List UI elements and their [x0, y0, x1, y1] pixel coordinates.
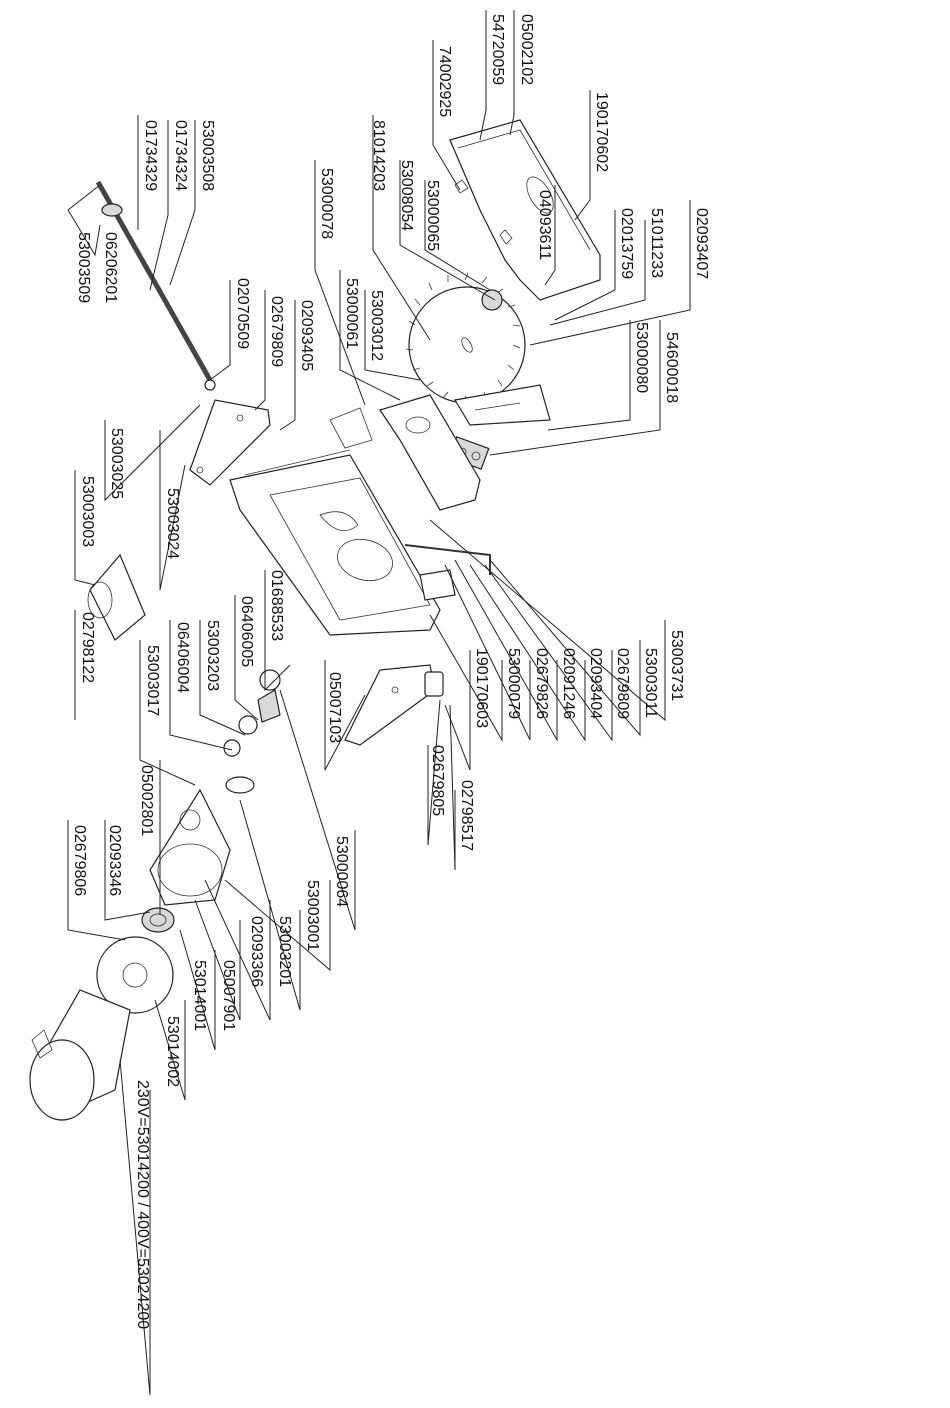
- label-53014001: 53014001: [191, 960, 208, 1031]
- label-02093404: 02093404: [587, 648, 604, 719]
- motor-flange: [96, 936, 174, 1014]
- label-53003025: 53003025: [108, 428, 125, 499]
- label-53000061: 53000061: [343, 278, 360, 349]
- extraction-hood: [87, 553, 146, 641]
- label-53000080: 53000080: [633, 322, 650, 393]
- label-53003203: 53003203: [204, 620, 221, 691]
- label-190170602: 190170602: [593, 92, 610, 172]
- label-02091246: 02091246: [560, 648, 577, 719]
- label-02679806: 02679806: [71, 825, 88, 896]
- motor-body: [29, 989, 131, 1121]
- motor-mount-bracket: [344, 664, 444, 746]
- label-05007103: 05007103: [326, 672, 343, 743]
- label-51011233: 51011233: [648, 208, 665, 278]
- label-01688533: 01688533: [268, 570, 285, 641]
- main-frame: [229, 449, 441, 636]
- label-190170603: 190170603: [473, 648, 490, 728]
- label-02679809-b: 02679809: [614, 648, 631, 719]
- side-bracket: [189, 399, 271, 486]
- label-02013759: 02013759: [618, 208, 635, 279]
- label-54600018: 54600018: [663, 332, 680, 403]
- label-06406005: 06406005: [238, 596, 255, 667]
- label-06406004: 06406004: [174, 622, 191, 693]
- label-02679809-a: 02679809: [268, 296, 285, 367]
- label-53003509: 53003509: [75, 232, 92, 303]
- label-53003508: 53003508: [199, 120, 216, 191]
- label-05002102: 05002102: [518, 14, 535, 85]
- gear-housing: [149, 788, 231, 906]
- saw-blade: [405, 272, 526, 404]
- leader-lines: [67, 10, 691, 1396]
- riving-knife: [454, 384, 551, 426]
- label-02798122: 02798122: [79, 612, 96, 683]
- label-02093405: 02093405: [298, 300, 315, 371]
- label-05002801: 05002801: [138, 765, 155, 836]
- label-53008054: 53008054: [398, 160, 415, 231]
- label-02679826: 02679826: [533, 648, 550, 719]
- label-53000065: 53000065: [424, 180, 441, 251]
- label-53003012: 53003012: [368, 290, 385, 361]
- label-74002925: 74002925: [436, 46, 453, 117]
- label-02093366: 02093366: [248, 916, 265, 987]
- label-53003024: 53003024: [164, 488, 181, 559]
- label-02093346: 02093346: [106, 825, 123, 896]
- label-04093611: 04093611: [536, 190, 553, 260]
- label-06206201: 06206201: [102, 232, 119, 303]
- label-53003201: 53003201: [276, 916, 293, 987]
- label-53014002: 53014002: [164, 1016, 181, 1087]
- label-02798517: 02798517: [458, 780, 475, 851]
- label-53003001: 53003001: [304, 880, 321, 951]
- label-05007901: 05007901: [220, 960, 237, 1031]
- label-01734324: 01734324: [172, 120, 189, 191]
- label-53000078: 53000078: [318, 168, 335, 239]
- label-53003731: 53003731: [668, 630, 685, 701]
- label-01734329: 01734329: [142, 120, 159, 191]
- label-motor: 230V=53014200 / 400V=53024200: [134, 1080, 151, 1329]
- bearing-stack: [223, 669, 281, 794]
- blade-guard: [449, 119, 601, 301]
- label-53003003: 53003003: [79, 476, 96, 547]
- label-02679805: 02679805: [429, 745, 446, 816]
- pulley: [141, 907, 175, 933]
- label-53003011: 53003011: [642, 648, 659, 718]
- label-81014203: 81014203: [370, 120, 387, 191]
- rod-assembly: [404, 544, 491, 601]
- label-53000079: 53000079: [505, 648, 522, 719]
- tilt-plate: [329, 394, 481, 511]
- part-labels: 05002102 54720059 74002925 190170602 810…: [71, 14, 710, 1329]
- label-53003017: 53003017: [144, 645, 161, 716]
- label-02070509: 02070509: [234, 278, 251, 349]
- label-02093407: 02093407: [693, 208, 710, 279]
- label-53000064: 53000064: [333, 836, 350, 907]
- label-54720059: 54720059: [489, 14, 506, 85]
